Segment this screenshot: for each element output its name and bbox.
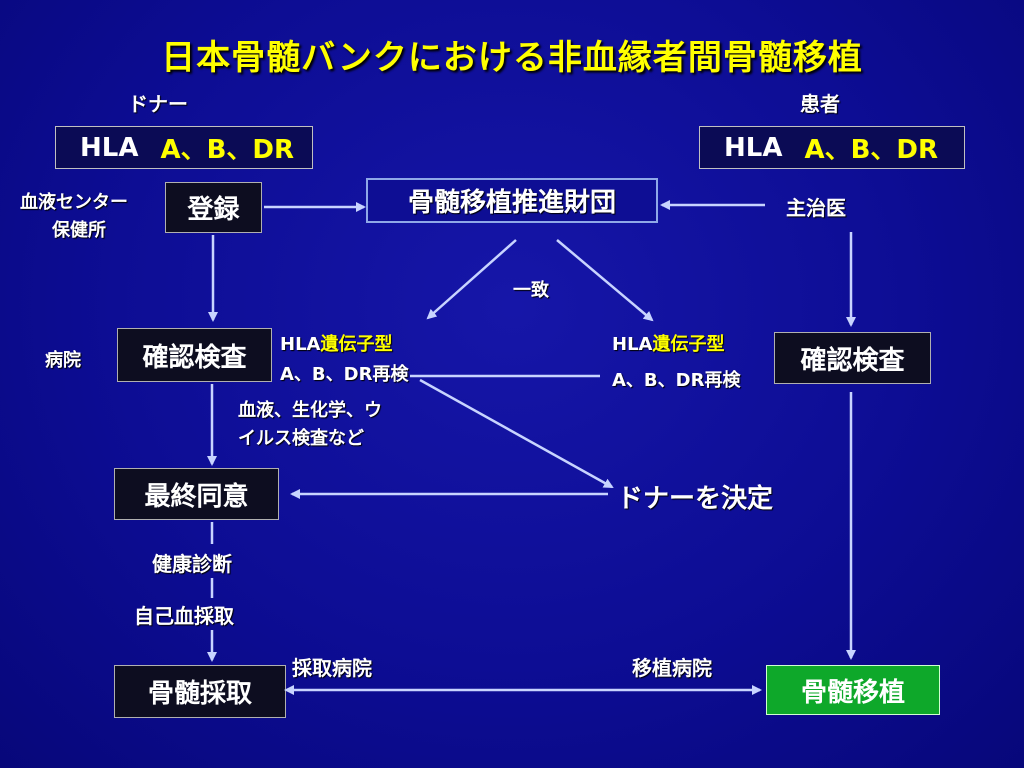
patient-hla-loci: A、B、DR [804, 135, 938, 165]
patient-label: 患者 [800, 92, 840, 116]
autologous-blood-label: 自己血採取 [134, 604, 234, 628]
right-typing-block: HLA遺伝子型 A、B、DR再検 [612, 330, 740, 396]
harvest-box: 骨髄採取 [114, 665, 286, 718]
register-box: 登録 [165, 182, 262, 233]
transplant-hospital-label: 移植病院 [632, 656, 712, 680]
arrow-foundation-to-right [556, 239, 654, 322]
match-label: 一致 [513, 280, 549, 301]
arrow-foundation-to-left [426, 239, 517, 320]
arrow-typing-to-decided [419, 378, 614, 489]
donor-hla-prefix: HLA [80, 132, 139, 163]
donor-hla-loci: A、B、DR [160, 135, 294, 165]
left-typing-genotype: 遺伝子型 [320, 334, 393, 355]
final-consent-box: 最終同意 [114, 468, 279, 520]
left-typing-hla: HLA [280, 334, 321, 355]
patient-hla-box: HLA A、B、DR [699, 126, 965, 169]
patient-hla-prefix: HLA [724, 132, 783, 163]
health-center-label: 保健所 [52, 220, 106, 241]
blood-center-label: 血液センター [20, 192, 128, 213]
transplant-box: 骨髄移植 [766, 665, 940, 715]
patient-confirm-box: 確認検査 [774, 332, 931, 384]
left-typing-retest: A、B、DR再検 [280, 364, 409, 385]
donor-label: ドナー [128, 92, 188, 116]
donor-hla-box: HLA A、B、DR [55, 126, 313, 169]
donor-confirm-box: 確認検査 [117, 328, 272, 382]
right-typing-genotype: 遺伝子型 [652, 334, 725, 355]
foundation-box: 骨髄移植推進財団 [366, 178, 658, 223]
right-typing-retest: A、B、DR再検 [612, 370, 741, 391]
attending-doctor-label: 主治医 [786, 196, 846, 220]
donor-decided-label: ドナーを決定 [617, 484, 774, 514]
harvest-hospital-label: 採取病院 [292, 656, 372, 680]
tests-label-line2: イルス検査など [238, 428, 364, 449]
right-typing-hla: HLA [612, 334, 653, 355]
page-title: 日本骨髄バンクにおける非血縁者間骨髄移植 [161, 38, 863, 78]
left-typing-block: HLA遺伝子型 A、B、DR再検 [280, 330, 408, 390]
hospital-label: 病院 [45, 350, 81, 371]
tests-label-line1: 血液、生化学、ウ [238, 400, 382, 421]
health-check-label: 健康診断 [152, 552, 232, 576]
